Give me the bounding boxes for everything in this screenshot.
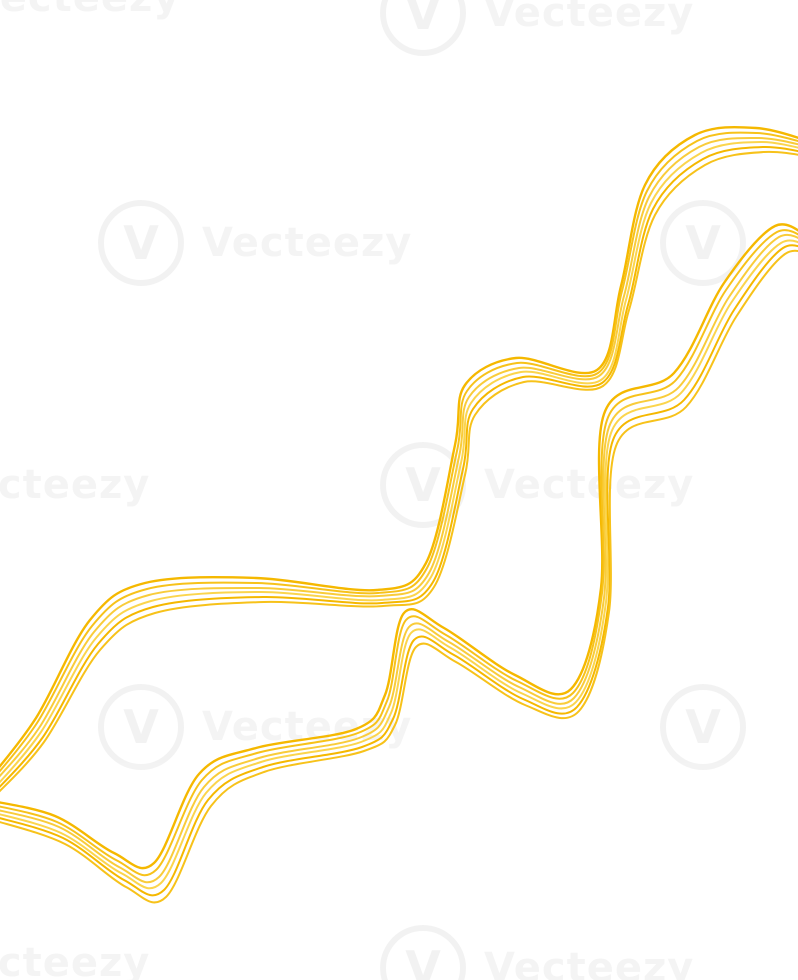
- wave-ribbon-lower: [0, 223, 798, 904]
- wave-upper-strand: [0, 145, 798, 788]
- wave-upper-strand: [0, 131, 798, 773]
- wave-lower-strand: [0, 244, 798, 897]
- wave-lower-strand: [0, 234, 798, 884]
- wave-upper-strand: [0, 150, 798, 793]
- wave-lower-strand: [0, 239, 798, 890]
- wave-ribbon-upper: [0, 125, 798, 793]
- wave-lower-strand: [0, 249, 798, 904]
- wave-upper-strand: [0, 136, 798, 778]
- wave-lower-strand: [0, 229, 798, 877]
- wave-lower-strand: [0, 223, 798, 870]
- wave-upper-strand: [0, 140, 798, 784]
- wave-upper-strand: [0, 125, 798, 768]
